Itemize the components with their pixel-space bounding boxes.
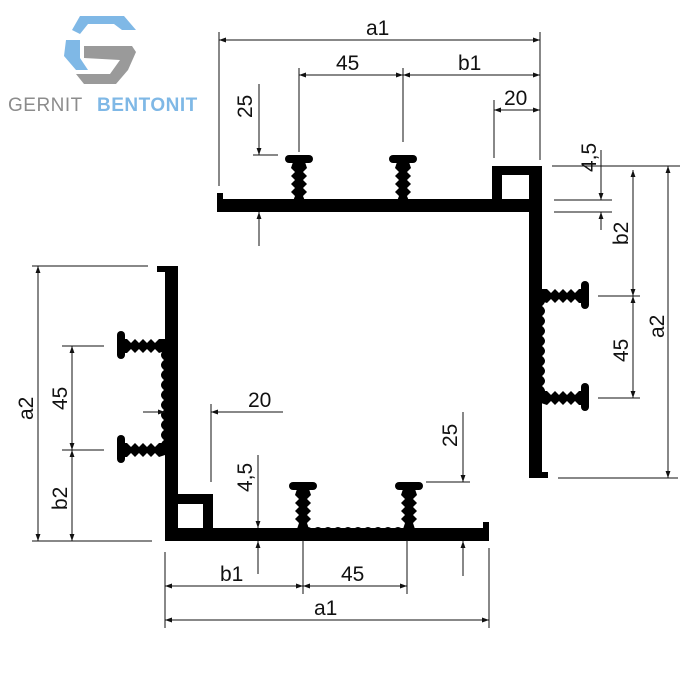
dim-label-25-bottom: 25: [439, 424, 462, 447]
dim-label-a1-top: a1: [366, 17, 389, 40]
brand-name-gernit: GERNIT: [8, 95, 83, 116]
dim-label-45-right: 45: [610, 339, 633, 362]
hexagon-g-logo-icon: [64, 16, 136, 84]
brand-name-bentonit: BENTONIT: [97, 95, 198, 116]
dim-label-45-top: 45: [336, 52, 359, 75]
lower-rib-2: [395, 482, 423, 529]
lower-rib-3: [117, 331, 165, 359]
dim-label-a1-bottom: a1: [314, 597, 337, 620]
dim-label-45-left: 45: [49, 387, 72, 410]
dim-label-20-bottom: 20: [248, 389, 271, 412]
dim-label-b1-bottom: b1: [220, 563, 243, 586]
dim-label-b2-left: b2: [49, 487, 72, 510]
dim-label-20-top: 20: [504, 87, 527, 110]
lower-profile: [117, 266, 489, 541]
lower-rib-1: [289, 482, 317, 529]
upper-profile: [217, 155, 589, 478]
dim-label-a2-right: a2: [646, 315, 669, 338]
brand-logo: GERNIT BENTONIT: [8, 16, 198, 116]
dim-label-45-bottom: 45: [341, 563, 364, 586]
dim-label-25-top: 25: [234, 95, 257, 118]
upper-dimensions: a1 45 b1 20 25 4,5 b2 45 a2: [218, 17, 680, 479]
upper-rib-2: [389, 155, 417, 201]
upper-rib-3: [541, 281, 589, 309]
dim-label-b1-top: b1: [458, 52, 481, 75]
dim-label-b2-top: b2: [610, 222, 633, 245]
dim-label-4-5-bottom: 4,5: [234, 463, 257, 492]
lower-rib-4: [117, 435, 165, 463]
dim-label-a2-left: a2: [15, 397, 38, 420]
dim-label-4-5-top: 4,5: [578, 143, 601, 172]
upper-rib-1: [285, 155, 313, 201]
upper-rib-4: [541, 383, 589, 411]
lower-dimensions: a2 45 b2 20 4,5 25 b1 45 a1: [15, 265, 490, 628]
